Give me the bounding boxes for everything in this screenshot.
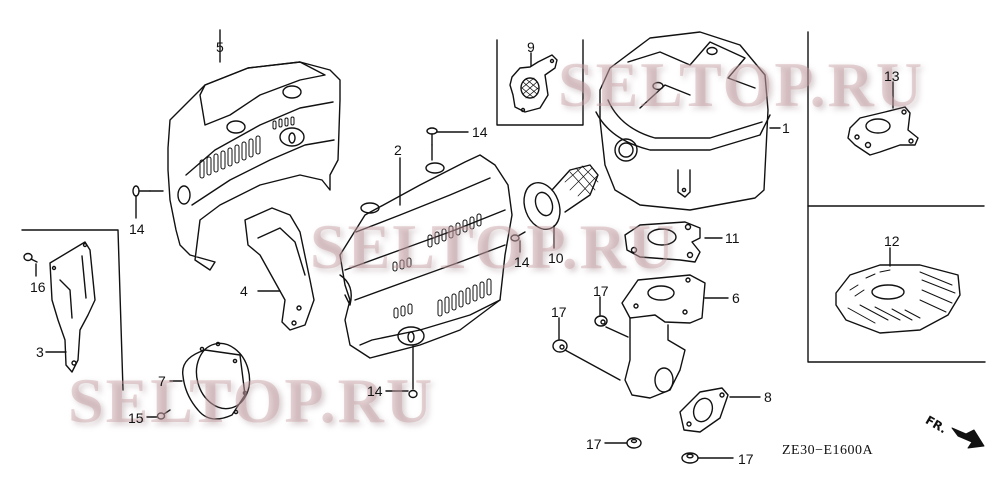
arrow-down-right-icon <box>951 427 985 449</box>
callout-14-top: 14 <box>472 124 488 140</box>
callout-13: 13 <box>884 68 900 84</box>
callout-17-d: 17 <box>738 451 754 467</box>
muffler-gasket-part-11 <box>624 221 723 263</box>
nut-17-c <box>604 437 642 449</box>
exhaust-gasket-part-8 <box>679 387 761 433</box>
deflector-part-7 <box>169 341 251 420</box>
callout-15: 15 <box>128 410 144 426</box>
nut-17-b <box>552 317 568 353</box>
bolt-14-top <box>426 127 469 161</box>
diagram-code: ZE30−E1600A <box>782 443 874 458</box>
callout-14-left: 14 <box>129 221 145 237</box>
callout-17-a: 17 <box>593 283 609 299</box>
callout-14-bottom: 14 <box>367 383 383 399</box>
callout-7: 7 <box>158 373 166 389</box>
callout-8: 8 <box>764 389 772 405</box>
left-bracket-stay-part-3 <box>45 241 96 373</box>
callout-1: 1 <box>782 120 790 136</box>
bolt-14-left <box>132 185 164 219</box>
callout-3: 3 <box>36 344 44 360</box>
nut-17-a <box>594 296 608 327</box>
screw-15 <box>146 409 171 420</box>
heat-plate-part-12 <box>835 247 961 334</box>
callout-17-b: 17 <box>551 304 567 320</box>
callout-12: 12 <box>884 233 900 249</box>
spark-arrester-part-10 <box>523 164 599 249</box>
callout-10: 10 <box>548 250 564 266</box>
muffler-protector-part-2 <box>339 154 513 359</box>
callout-14-small: 14 <box>514 254 530 270</box>
exhaust-pipe-part-6 <box>564 274 729 399</box>
callout-16: 16 <box>30 279 46 295</box>
group-box-part-9 <box>496 39 584 126</box>
group-box-left <box>21 229 124 391</box>
exhaust-cover-part-5 <box>167 29 341 271</box>
callout-9: 9 <box>527 39 535 55</box>
callout-11: 11 <box>725 230 740 246</box>
bolt-14-bottom <box>385 345 418 399</box>
callout-6: 6 <box>732 290 740 306</box>
bolt-14-small <box>510 231 526 253</box>
callout-17-c: 17 <box>586 436 602 452</box>
nut-17-d <box>681 452 734 464</box>
nut-a-connector <box>605 326 629 338</box>
right-bracket-stay-part-4 <box>244 207 315 331</box>
spark-arrester-screen-part-9 <box>509 52 558 113</box>
callout-5: 5 <box>216 39 224 55</box>
bolt-16 <box>23 252 38 277</box>
muffler-part-1 <box>595 31 781 211</box>
gasket-part-13 <box>847 81 919 156</box>
nut-b-connector <box>564 349 621 381</box>
group-box-right <box>807 31 986 363</box>
callout-4: 4 <box>240 283 248 299</box>
callout-2: 2 <box>394 142 402 158</box>
